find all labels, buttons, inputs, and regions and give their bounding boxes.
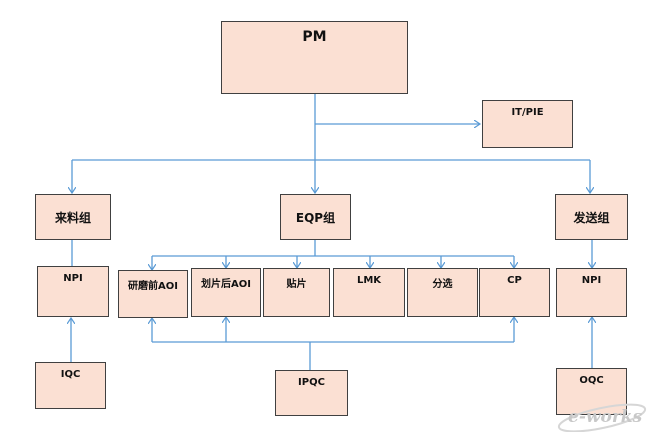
oqc-box: OQC [556,368,627,415]
fasong-label: 发送组 [573,210,610,225]
laoliao-box: 来料组 [35,194,111,240]
ipqc-box: IPQC [275,370,348,416]
cp-label: CP [507,275,522,286]
eqp-box: EQP组 [280,194,351,240]
huapian-aoi-box: 划片后AOI [191,268,261,317]
yanmo-aoi-label: 研磨前AOI [128,281,178,292]
eworks-watermark-text: e-works [568,407,643,427]
pm-label: PM [302,29,327,45]
npi-right-box: NPI [556,268,627,317]
huapian-aoi-label: 划片后AOI [201,279,251,290]
npi-left-label: NPI [63,273,83,284]
fenxuan-label: 分选 [432,279,453,290]
npi-left-box: NPI [37,266,109,317]
tiepian-box: 贴片 [263,268,330,317]
cp-box: CP [479,268,550,317]
tiepian-label: 贴片 [286,279,307,290]
eworks-watermark-logo: e-works [557,403,647,432]
lmk-label: LMK [356,275,382,286]
lmk-box: LMK [333,268,405,317]
laoliao-label: 来料组 [54,210,91,225]
fasong-box: 发送组 [555,194,628,240]
ipqc-label: IPQC [298,377,325,388]
fenxuan-box: 分选 [407,268,478,317]
yanmo-aoi-box: 研磨前AOI [118,270,188,318]
eqp-label: EQP组 [295,210,336,225]
iqc-box: IQC [35,362,106,409]
pm-box: PM [221,21,408,94]
oqc-label: OQC [579,375,604,386]
iqc-label: IQC [60,369,81,380]
npi-right-label: NPI [581,275,602,286]
itpie-label: IT/PIE [511,107,544,118]
itpie-box: IT/PIE [482,100,573,148]
